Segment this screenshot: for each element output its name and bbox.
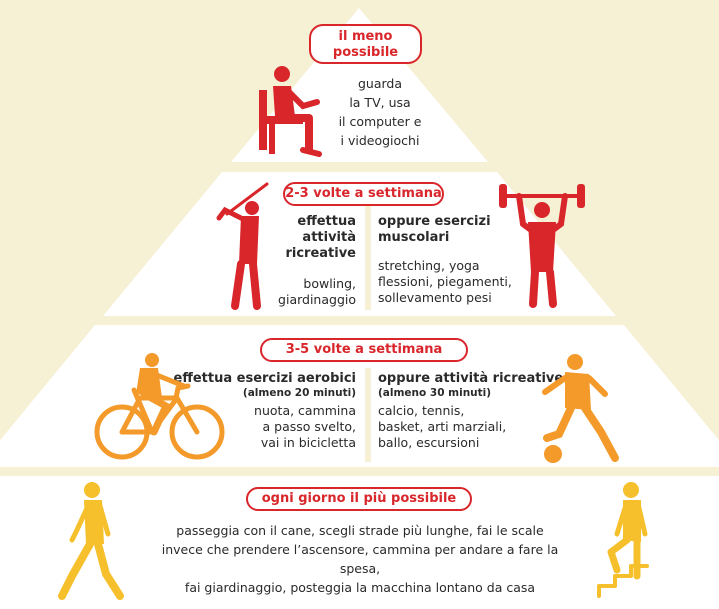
soccer-player-icon (542, 354, 619, 463)
tier2-frequency-badge: 2-3 volte a settimana (283, 182, 444, 206)
tier1-frequency-badge: il meno possibile (309, 24, 422, 64)
stair-climber-icon (597, 482, 649, 598)
tier4-frequency-badge: ogni giorno il più possibile (246, 487, 472, 511)
tier1-text: guarda la TV, usa il computer e i videog… (338, 76, 422, 148)
tier3-frequency-badge: 3-5 volte a settimana (260, 338, 468, 362)
tier2-left-text: bowling, giardinaggio (278, 276, 356, 307)
tier3-left-subtitle: (almeno 20 minuti) (242, 387, 356, 399)
tier3-right-text: calcio, tennis, basket, arti marziali, b… (378, 403, 507, 450)
tier-2 (103, 172, 616, 316)
walking-person-icon (58, 482, 124, 600)
tier2-right-text: stretching, yoga flessioni, piegamenti, … (378, 258, 512, 305)
tier3-left-text: nuota, cammina a passo svelto, vai in bi… (254, 403, 356, 450)
tier3-right-subtitle: (almeno 30 minuti) (378, 387, 492, 399)
tier4-text: passeggia con il cane, scegli strade più… (161, 523, 559, 595)
person-sitting-icon (259, 66, 322, 157)
golfer-icon (216, 182, 269, 310)
tier-4 (0, 476, 719, 609)
tier-3 (0, 325, 719, 467)
tier2-right-title: oppure esercizi muscolari (378, 214, 491, 245)
cyclist-icon (94, 353, 225, 460)
tier3-left-title: effettua esercizi aerobici (173, 371, 357, 386)
tier2-left-title: effettua attività ricreative (285, 214, 356, 261)
weightlifter-icon (499, 184, 585, 308)
tier3-right-title: oppure attività ricreative (378, 371, 564, 386)
